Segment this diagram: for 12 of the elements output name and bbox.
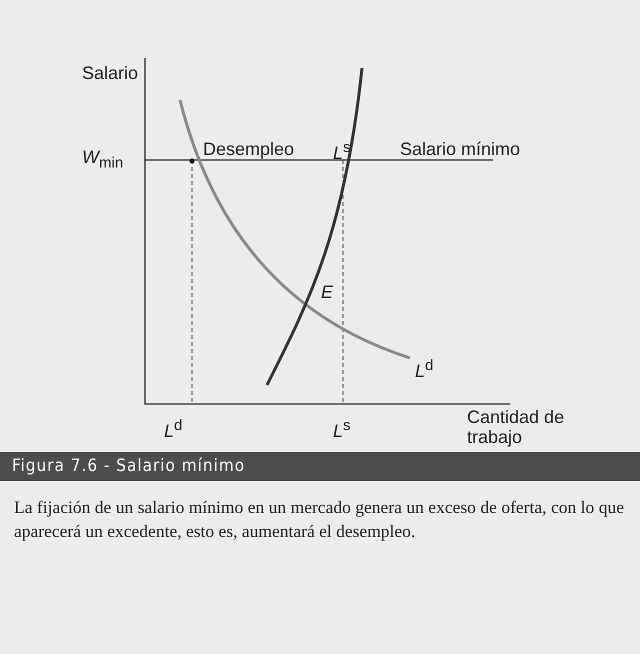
axis-label: Salario <box>82 64 138 84</box>
caption-text: La fijación de un salario mínimo en un mercado genera un exceso de oferta, con lo que aparecerá un excedente, esto es, aumentará el desempleo. <box>14 496 624 543</box>
axis-label: W$_{min}$ <box>82 148 124 172</box>
axis-label: L$^{d}$ <box>164 418 182 442</box>
region-label: Desempleo <box>203 140 294 160</box>
curve-label: L$^{d}$ <box>415 358 434 382</box>
point-label: E <box>321 283 334 303</box>
axis-label: Cantidad de trabajo <box>467 408 566 448</box>
figure-title: Figura 7.6 - Salario mínimo <box>0 452 640 481</box>
axis-label: L$^{s}$ <box>333 418 351 442</box>
curve-label: L$^{s}$ <box>333 140 351 164</box>
line-label: Salario mínimo <box>400 140 520 160</box>
